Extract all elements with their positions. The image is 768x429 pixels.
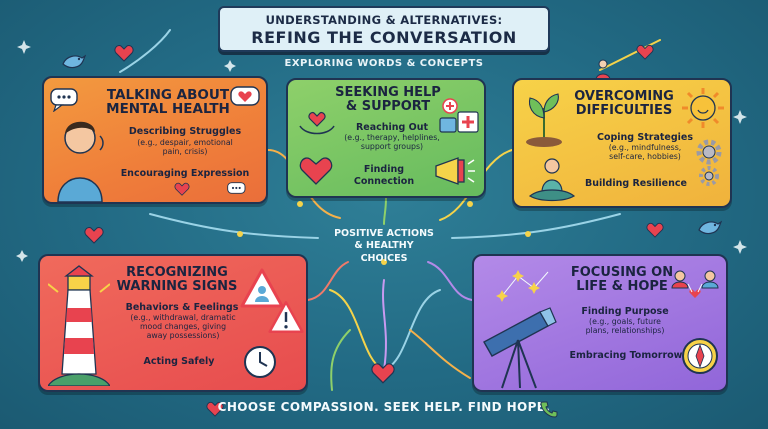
warn-title-2: WARNING SIGNS [116, 278, 238, 294]
overcome-title-1: OVERCOMING [574, 89, 674, 104]
card-talking-mental-health: TALKING ABOUT MENTAL HEALTH Describing S… [42, 76, 268, 204]
card-warning-signs: RECOGNIZING WARNING SIGNS Behaviors & Fe… [38, 254, 308, 392]
life-title-2: LIFE & HOPE [576, 278, 668, 294]
compass-icon [682, 338, 718, 374]
phone-icon [540, 401, 558, 418]
help-item-1-ex-2: support groups) [360, 141, 424, 151]
warn-item-1-ex-3: away possessions) [146, 330, 220, 340]
help-item-1-ex-1: (e.g., therapy, helplines, [344, 133, 440, 142]
warn-item-1-ex-2: mood changes, giving [139, 321, 227, 331]
heart-icon [174, 182, 190, 196]
warning-sign-icon [240, 268, 284, 308]
card-overcoming-difficulties: OVERCOMING DIFFICULTIES Coping Strategie… [512, 78, 732, 208]
help-item-2-b: Connection [353, 175, 415, 187]
center-label: POSITIVE ACTIONS & HEALTHY CHOICES [320, 228, 448, 265]
overcome-item-2: Building Resilience [585, 178, 687, 189]
help-item-1: Reaching Out [355, 122, 429, 133]
title-banner: UNDERSTANDING & ALTERNATIVES: REFING THE… [218, 6, 550, 52]
title-line-1: UNDERSTANDING & ALTERNATIVES: [265, 13, 503, 27]
heart-hands-icon [206, 401, 224, 417]
talk-item-1: Describing Struggles [128, 126, 242, 137]
person-talking-icon [57, 121, 104, 202]
center-line-2: & HEALTHY [354, 240, 414, 252]
meditating-person-icon [528, 158, 576, 202]
talk-title-2: MENTAL HEALTH [106, 101, 230, 118]
overcome-item-1: Coping Strategies [596, 132, 694, 143]
help-title-1: SEEKING HELP [335, 85, 441, 100]
warn-item-1-ex-1: (e.g., withdrawal, dramatic [130, 313, 236, 322]
help-item-2-a: Finding [363, 164, 405, 175]
warning-sign-icon [268, 301, 304, 333]
heart-icon [636, 44, 654, 60]
talk-item-1-ex-2: pain, crisis) [162, 146, 208, 156]
telescope-icon [483, 307, 557, 389]
life-item-1-ex-2: plans, relationships) [585, 325, 665, 335]
sun-icon [682, 88, 724, 128]
heart-icon [84, 227, 104, 244]
footer-tagline: CHOOSE COMPASSION. SEEK HELP. FIND HOPE. [217, 400, 551, 414]
heart-hug-icon [299, 157, 333, 185]
heart-icon [646, 222, 664, 238]
overcome-item-1-ex-2: self-care, hobbies) [609, 151, 681, 161]
lighthouse-icon [48, 265, 110, 386]
warn-title-1: RECOGNIZING [126, 265, 228, 280]
life-item-1-ex-1: (e.g., goals, future [589, 317, 661, 326]
heart-speech-bubble-icon [230, 86, 260, 106]
talk-item-1-ex-1: (e.g., despair, emotional [137, 138, 233, 147]
warn-item-1: Behaviors & Feelings [125, 302, 239, 313]
life-item-1: Finding Purpose [581, 306, 669, 317]
bird-icon [62, 54, 86, 69]
talk-title-1: TALKING ABOUT [106, 87, 230, 103]
heart-icon [371, 363, 395, 384]
center-line-1: POSITIVE ACTIONS [334, 228, 434, 239]
overcome-title-2: DIFFICULTIES [575, 102, 673, 118]
talk-item-2: Encouraging Expression [120, 168, 250, 179]
first-aid-kit-icon [439, 98, 479, 133]
heart-icon [114, 45, 134, 62]
gear-icon [696, 139, 722, 186]
life-item-2: Embracing Tomorrow [569, 350, 683, 361]
clock-icon [244, 346, 276, 378]
warn-item-2: Acting Safely [143, 356, 215, 367]
heart-hands-icon [299, 111, 335, 135]
sprout-icon [526, 93, 562, 147]
help-title-2: & SUPPORT [345, 98, 431, 114]
title-line-2: REFING THE CONVERSATION [251, 28, 517, 47]
speech-bubble-icon [50, 88, 78, 112]
megaphone-icon [435, 157, 475, 185]
card-seeking-help: SEEKING HELP & SUPPORT Reaching Out (e.g… [286, 78, 486, 198]
subtitle: EXPLORING WORDS & CONCEPTS [284, 58, 484, 69]
constellation-icon [496, 270, 549, 302]
life-title-1: FOCUSING ON [570, 265, 674, 280]
card-life-hope: FOCUSING ON LIFE & HOPE Finding Purpose … [472, 254, 728, 392]
bird-icon [698, 220, 722, 235]
people-network-icon [671, 270, 719, 298]
center-line-3: CHOICES [360, 252, 408, 264]
overcome-item-1-ex-1: (e.g., mindfulness, [608, 143, 682, 152]
speech-bubble-icon [227, 182, 246, 194]
